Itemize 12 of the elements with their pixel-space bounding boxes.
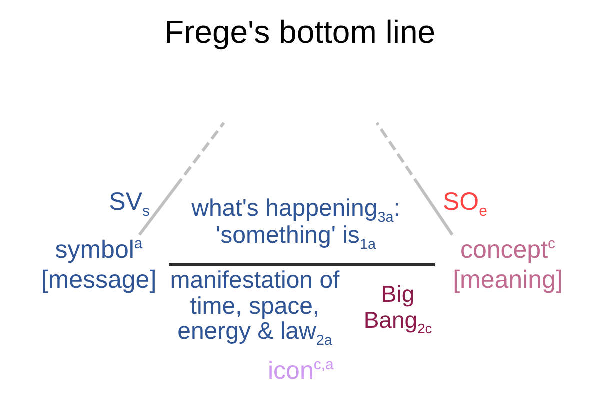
vertex-label: concept$^{c}$ [meaning] [435,235,581,295]
dashed-line [376,122,454,236]
side-label: SO$_{e}$ [443,189,488,215]
diagram-title: Frege's bottom line [163,13,437,52]
dashed-line [138,122,226,236]
side-label: SV$_{s}$ [109,189,150,215]
annotation-text: icon$^{c,a}$ [268,357,334,385]
annotation-text: Big Bang$_{2c}$ [362,281,434,333]
vertex-label: symbol$^{a}$ [message] [29,235,169,295]
annotation-text: what's happening$_{3a}$: 'something' is$_{1a}$ [190,195,402,249]
connector-line [169,264,435,266]
annotation-text: manifestation of time, space, energy & law$_{2a}$ [169,268,341,344]
